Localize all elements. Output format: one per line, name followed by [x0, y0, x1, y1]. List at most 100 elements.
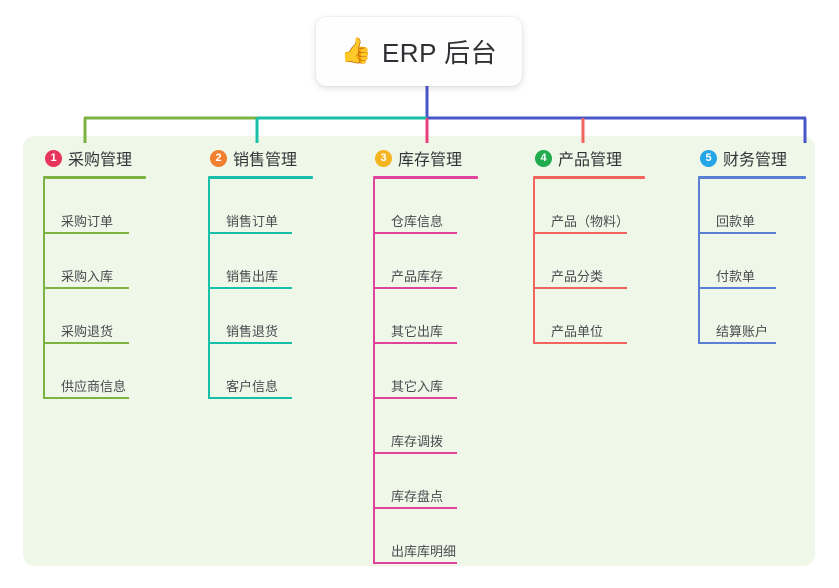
branch-item[interactable]: 产品（物料）: [533, 179, 645, 234]
branch-title: 销售管理: [233, 152, 298, 169]
branch-item[interactable]: 付款单: [698, 234, 806, 289]
root-node-content: 👍 ERP 后台: [341, 33, 497, 70]
branch-item[interactable]: 产品库存: [373, 234, 478, 289]
branch-item[interactable]: 产品分类: [533, 234, 645, 289]
branch-item-list: 销售订单销售出库销售退货客户信息: [208, 179, 313, 399]
branch-item-label: 销售退货: [226, 324, 279, 339]
branch-item-label: 产品分类: [551, 269, 604, 284]
branch-item-underline: [373, 287, 457, 289]
branch-item-label: 库存盘点: [391, 489, 444, 504]
branch-item[interactable]: 回款单: [698, 179, 806, 234]
branch-underline: [208, 176, 313, 179]
branch-item-label: 产品（物料）: [551, 214, 630, 229]
branch-number-badge: 2: [210, 149, 227, 167]
branch-item[interactable]: 库存盘点: [373, 454, 478, 509]
branch-title: 采购管理: [68, 152, 133, 169]
root-node-card[interactable]: 👍 ERP 后台: [316, 17, 522, 86]
branch-item[interactable]: 出库库明细: [373, 509, 478, 564]
branch-item-label: 回款单: [716, 214, 756, 229]
branch-item-label: 结算账户: [716, 324, 769, 339]
branch-item-underline: [698, 342, 776, 344]
branch-item[interactable]: 库存调拨: [373, 399, 478, 454]
branch-item[interactable]: 结算账户: [698, 289, 806, 344]
branch-item[interactable]: 采购退货: [43, 289, 146, 344]
branch-header-5[interactable]: 5 财务管理: [698, 146, 806, 170]
branch-item-list: 产品（物料） 产品分类产品单位: [533, 179, 645, 344]
branch-item-underline: [698, 287, 776, 289]
branch-number-badge: 1: [45, 149, 62, 167]
branch-item[interactable]: 客户信息: [208, 344, 313, 399]
branch-item[interactable]: 采购订单: [43, 179, 146, 234]
branch-item-label: 其它出库: [391, 324, 444, 339]
branch-underline: [698, 176, 806, 179]
branch-item-label: 销售出库: [226, 269, 279, 284]
diagram-background-panel: [23, 136, 815, 566]
branch-number-badge: 5: [700, 149, 717, 167]
branch-number-badge: 3: [375, 149, 392, 167]
branch-number-badge: 4: [535, 149, 552, 167]
branch-item-list: 仓库信息产品库存其它出库其它入库库存调拨库存盘点出库库明细: [373, 179, 478, 564]
branch-item-underline: [373, 452, 457, 454]
branch-item-underline: [373, 232, 457, 234]
branch-column-1: 1 采购管理采购订单采购入库采购退货供应商信息: [43, 146, 146, 399]
branch-item-underline: [373, 342, 457, 344]
root-node-title: ERP 后台: [381, 38, 498, 68]
branch-underline: [373, 176, 478, 179]
branch-item[interactable]: 其它入库: [373, 344, 478, 399]
branch-item[interactable]: 仓库信息: [373, 179, 478, 234]
branch-item-label: 客户信息: [226, 379, 279, 394]
thumbs-up-icon: 👍: [340, 37, 372, 65]
branch-item-underline: [208, 397, 292, 399]
branch-spine: [373, 179, 375, 564]
branch-item-label: 采购入库: [61, 269, 114, 284]
branch-spine: [533, 179, 535, 344]
branch-item-label: 仓库信息: [391, 214, 444, 229]
branch-title: 财务管理: [723, 152, 788, 169]
branch-item-underline: [43, 232, 129, 234]
branch-item-underline: [373, 397, 457, 399]
branch-item-label: 销售订单: [226, 214, 279, 229]
branch-item-label: 出库库明细: [391, 544, 457, 559]
branch-item-underline: [533, 232, 627, 234]
branch-item-underline: [208, 232, 292, 234]
branch-spine: [698, 179, 700, 344]
branch-column-2: 2 销售管理销售订单销售出库销售退货客户信息: [208, 146, 313, 399]
branch-item-label: 库存调拨: [391, 434, 444, 449]
branch-item[interactable]: 销售出库: [208, 234, 313, 289]
branch-item[interactable]: 供应商信息: [43, 344, 146, 399]
branch-item-underline: [373, 562, 457, 564]
branch-column-4: 4 产品管理产品（物料） 产品分类产品单位: [533, 146, 645, 344]
branch-column-5: 5 财务管理回款单付款单结算账户: [698, 146, 806, 344]
branch-item[interactable]: 采购入库: [43, 234, 146, 289]
branch-item[interactable]: 其它出库: [373, 289, 478, 344]
branch-item[interactable]: 销售订单: [208, 179, 313, 234]
branch-item-underline: [373, 507, 457, 509]
branch-header-1[interactable]: 1 采购管理: [43, 146, 146, 170]
branch-underline: [43, 176, 146, 179]
branch-item-underline: [698, 232, 776, 234]
branch-header-2[interactable]: 2 销售管理: [208, 146, 313, 170]
branch-item-label: 供应商信息: [61, 379, 127, 394]
branch-column-3: 3 库存管理仓库信息产品库存其它出库其它入库库存调拨库存盘点出库库明细: [373, 146, 478, 564]
branch-item-label: 采购退货: [61, 324, 114, 339]
branch-title: 产品管理: [558, 152, 623, 169]
branch-item[interactable]: 销售退货: [208, 289, 313, 344]
branch-header-4[interactable]: 4 产品管理: [533, 146, 645, 170]
branch-title: 库存管理: [398, 152, 463, 169]
branch-item-underline: [533, 342, 627, 344]
branch-spine: [43, 179, 45, 399]
branch-item-label: 采购订单: [61, 214, 114, 229]
branch-item[interactable]: 产品单位: [533, 289, 645, 344]
branch-item-label: 产品库存: [391, 269, 444, 284]
branch-underline: [533, 176, 645, 179]
branch-item-underline: [43, 342, 129, 344]
branch-header-3[interactable]: 3 库存管理: [373, 146, 478, 170]
branch-item-underline: [208, 342, 292, 344]
branch-item-list: 采购订单采购入库采购退货供应商信息: [43, 179, 146, 399]
branch-item-underline: [208, 287, 292, 289]
branch-item-label: 付款单: [716, 269, 756, 284]
branch-item-underline: [43, 287, 129, 289]
branch-spine: [208, 179, 210, 399]
